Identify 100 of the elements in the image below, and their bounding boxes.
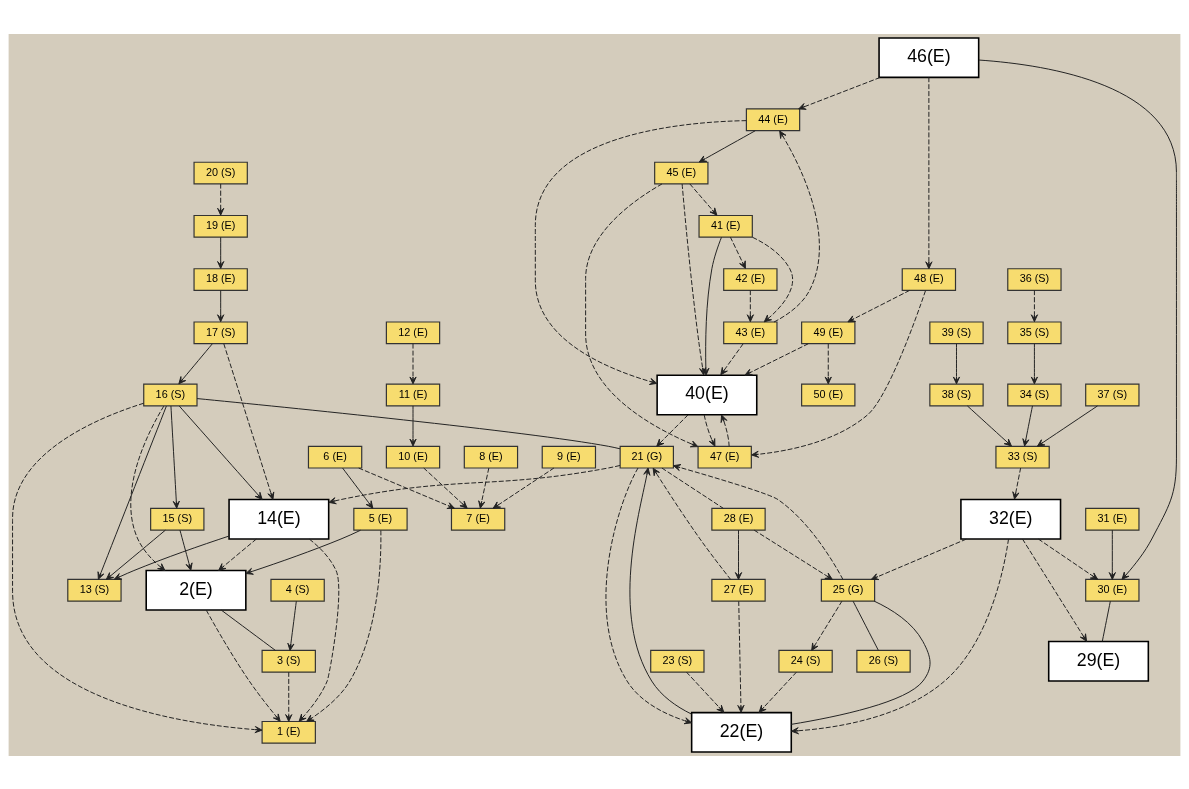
node-box: 48 (E) [901,267,957,291]
node-box: 42 (E) [723,267,778,291]
arrow [758,671,797,713]
connector [196,397,621,449]
arrow [130,405,166,571]
arrow [790,538,1009,734]
arrow [1030,289,1038,322]
arrow [752,236,794,322]
connector [1101,600,1111,642]
node-box: 44 (E) [745,107,801,131]
arrow [824,342,832,384]
arrow [218,538,257,571]
node-box: 35 (S) [1007,320,1062,344]
node-box: 49 (E) [801,320,856,344]
node-box: 3 (S) [261,649,316,673]
arrow [798,76,881,110]
arrow [306,529,382,722]
arrow [245,529,362,575]
arrow [689,182,718,216]
arrow [698,129,756,163]
node-box: 19 (E) [193,214,248,238]
node-box: 25 (G) [820,578,876,602]
connector [661,467,724,509]
arrow [744,342,809,376]
node-box: 32(E) [960,498,1062,540]
node-box: 10 (E) [385,445,441,469]
arrow [746,289,754,322]
arrow [605,467,693,724]
arrow [287,600,297,651]
node-box: 36 (S) [1007,267,1062,291]
arrow [978,59,1177,580]
arrow [423,467,468,509]
node-box: 34 (S) [1007,383,1062,406]
node-box: 38 (S) [929,383,984,406]
arrow [285,671,293,722]
node-box: 40(E) [656,373,758,416]
arrow [1038,538,1099,580]
node-box: 5 (E) [353,507,408,531]
arrow [811,600,843,651]
node-box: 26 (S) [856,649,911,673]
node-box: 20 (S) [193,161,248,184]
node-box: 28 (E) [711,507,766,531]
node-box: 4 (S) [270,578,325,602]
node-box: 45 (E) [654,161,709,184]
arrow [1012,467,1022,500]
arrow [751,289,926,458]
arrow [1030,342,1038,384]
arrow [170,405,180,509]
arrow [734,529,743,580]
arrow [342,467,374,509]
node-box: 23 (S) [650,649,705,673]
arrow [847,289,910,322]
node-box: 22(E) [690,711,793,753]
arrow [217,182,225,216]
connector [220,609,276,651]
arrow [217,236,225,269]
node-box: 7 (E) [450,507,506,531]
arrow [105,529,166,580]
node-box: 21 (G) [619,445,674,469]
node-box: 37 (S) [1085,383,1140,406]
arrow [97,405,167,580]
arrow [720,342,744,375]
arrow [358,467,455,509]
node-box: 33 (S) [995,445,1050,469]
node-box: 43 (E) [723,320,778,344]
node-box: 18 (E) [193,267,248,291]
node-box: 9 (E) [541,445,597,469]
node-box: 50 (E) [801,383,856,406]
arrow [681,183,707,375]
arrow [113,535,230,580]
arrow [652,467,732,580]
node-box: 30 (E) [1085,578,1140,602]
arrow [1036,404,1098,447]
arrow [409,404,417,446]
arrow [753,529,833,580]
node-box: 14(E) [228,498,330,540]
node-box: 27 (E) [711,578,766,602]
arrow [870,538,967,580]
arrow [773,130,820,322]
arrow [12,402,263,733]
arrow [217,289,225,322]
arrow [720,414,730,447]
arrow [686,671,725,713]
arrow [966,404,1012,446]
node-box: 13 (S) [67,578,122,602]
node-box: 46(E) [878,36,980,78]
node-box: 41 (E) [698,214,753,238]
node-box: 17 (S) [193,320,248,344]
arrow [737,600,745,713]
connector [852,600,879,651]
node-box: 1 (E) [261,720,316,744]
arrow [629,467,692,715]
node-box: 39 (S) [929,320,984,344]
node-box: 6 (E) [307,445,363,469]
arrow [223,342,275,500]
arrow [672,463,844,580]
node-box: 11 (E) [385,383,441,406]
node-box: 12 (E) [385,320,441,344]
arrow [328,464,621,504]
arrow [409,342,417,384]
